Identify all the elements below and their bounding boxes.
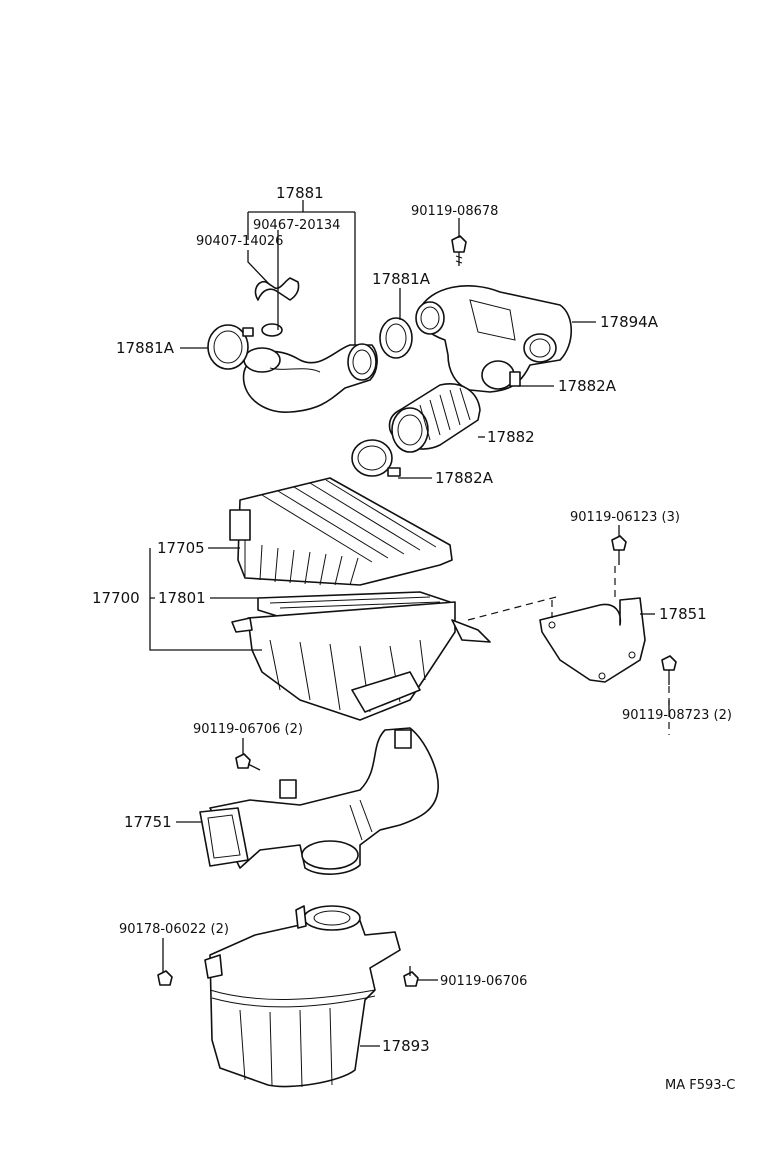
air-cleaner-case-17700 xyxy=(231,601,491,721)
label-17801: 17801 xyxy=(158,589,206,607)
clamp-17882A-bottom xyxy=(351,439,401,477)
labels: 17881 90467-20134 90407-14026 90119-0867… xyxy=(92,184,735,1093)
clamp-17881A-left xyxy=(207,324,254,370)
inlet-duct-17751 xyxy=(199,727,439,875)
label-17882A-bottom: 17882A xyxy=(435,469,494,487)
diagram-code: MA F593-C xyxy=(665,1078,735,1093)
label-17751: 17751 xyxy=(124,813,172,831)
label-17851: 17851 xyxy=(659,605,707,623)
label-90119-06706: 90119-06706 xyxy=(440,974,527,989)
label-17881: 17881 xyxy=(276,184,324,202)
label-90119-08723: 90119-08723 (2) xyxy=(622,708,732,723)
label-17700: 17700 xyxy=(92,589,140,607)
bolt-90119-06706-2 xyxy=(235,753,261,771)
bracket-17851 xyxy=(539,597,646,683)
label-17881A-top: 17881A xyxy=(372,270,431,288)
bolt-90119-06706 xyxy=(403,966,419,987)
label-17893: 17893 xyxy=(382,1037,430,1055)
label-90178-06022: 90178-06022 (2) xyxy=(119,922,229,937)
resonator-17894A xyxy=(415,285,572,393)
hose-17881 xyxy=(242,343,378,413)
resonator-17893 xyxy=(204,905,401,1088)
small-hose-90407 xyxy=(254,277,300,337)
bolt-90119-08723 xyxy=(661,655,677,685)
label-17882: 17882 xyxy=(487,428,535,446)
label-90119-08678: 90119-08678 xyxy=(411,204,498,219)
dash-bracket-case xyxy=(467,595,561,621)
label-17882A-right: 17882A xyxy=(558,377,617,395)
clamp-17881A-top xyxy=(379,317,413,359)
bellows-hose-17882 xyxy=(388,383,481,453)
label-90407-14026: 90407-14026 xyxy=(196,234,283,249)
label-17894A: 17894A xyxy=(600,313,659,331)
label-90467-20134: 90467-20134 xyxy=(253,218,340,233)
label-17705: 17705 xyxy=(157,539,205,557)
air-cleaner-cap-17705 xyxy=(229,477,453,586)
label-90119-06123: 90119-06123 (3) xyxy=(570,510,680,525)
bolt-90119-08678 xyxy=(451,235,467,266)
label-17881A-left: 17881A xyxy=(116,339,175,357)
dash-bolt-bracket xyxy=(551,566,616,618)
bolt-90178-06022 xyxy=(157,970,173,986)
label-90119-06706-2: 90119-06706 (2) xyxy=(193,722,303,737)
leader-lines xyxy=(149,200,670,1047)
bolt-90119-06123 xyxy=(611,535,627,565)
